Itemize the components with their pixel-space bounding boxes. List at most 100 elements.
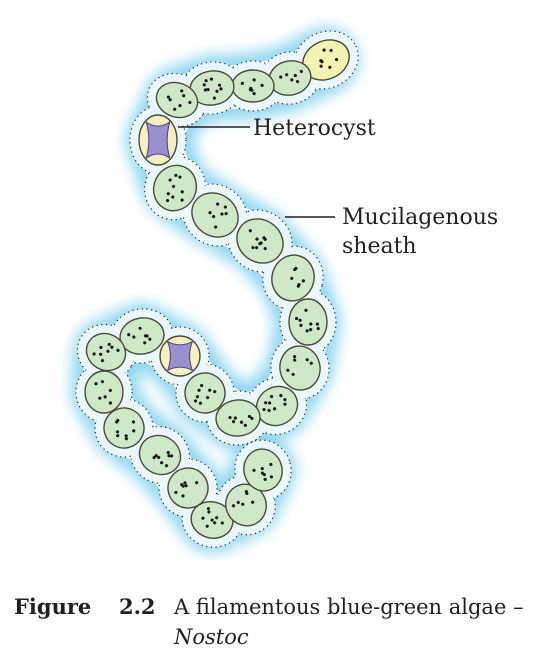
- granule-dot: [320, 60, 324, 64]
- granule-dot: [224, 212, 228, 216]
- figure-label: Figure: [14, 594, 92, 619]
- granule-dot: [116, 434, 120, 438]
- granule-dot: [260, 467, 264, 471]
- granule-dot: [290, 276, 294, 280]
- granule-dot: [305, 358, 309, 362]
- granule-dot: [243, 423, 247, 427]
- granule-dot: [295, 79, 300, 84]
- granule-dot: [293, 267, 297, 272]
- granule-dot: [132, 429, 136, 433]
- granule-dot: [304, 308, 308, 312]
- granule-dot: [160, 461, 164, 465]
- granule-dot: [241, 502, 245, 506]
- granule-dot: [219, 87, 223, 91]
- sheath-label-line1: Mucilagenous: [342, 205, 499, 230]
- granule-dot: [198, 401, 203, 405]
- caption-body: A filamentous blue-green algae –: [174, 595, 524, 619]
- granule-dot: [115, 420, 119, 424]
- vegetative-cell: [155, 81, 199, 119]
- granule-dot: [168, 178, 172, 182]
- granule-dot: [169, 454, 174, 458]
- vegetative-cell: [119, 317, 165, 355]
- granule-dot: [319, 64, 323, 68]
- caption-genus: Nostoc: [174, 625, 249, 649]
- granule-dot: [166, 192, 170, 196]
- granule-dot: [309, 322, 313, 326]
- granule-dot: [171, 195, 175, 199]
- granule-dot: [252, 78, 256, 82]
- cell-chain: [84, 39, 350, 539]
- granule-dot: [183, 481, 187, 485]
- granule-dot: [217, 83, 222, 87]
- granule-dot: [132, 335, 136, 339]
- granule-dot: [203, 88, 207, 92]
- heterocyst-label: Heterocyst: [253, 116, 376, 141]
- granule-dot: [180, 89, 184, 93]
- cell-wall: [236, 218, 284, 264]
- cell-wall: [167, 467, 209, 509]
- nostoc-filament-illustration: [71, 27, 359, 553]
- granule-dot: [138, 326, 142, 330]
- granule-dot: [255, 237, 259, 241]
- granule-dot: [157, 455, 161, 460]
- granule-dot: [247, 414, 252, 419]
- granule-dot: [154, 453, 158, 458]
- nostoc-diagram: Heterocyst Mucilagenous sheath: [71, 27, 499, 553]
- cell-wall: [103, 407, 145, 449]
- granule-dot: [193, 399, 198, 403]
- granule-dot: [269, 394, 274, 399]
- granule-dot: [329, 48, 333, 53]
- granule-dot: [283, 402, 287, 406]
- granule-dot: [213, 521, 217, 525]
- granule-dot: [206, 87, 210, 92]
- granule-dot: [213, 390, 217, 394]
- granule-dot: [99, 345, 103, 350]
- granule-dot: [259, 241, 263, 245]
- granule-dot: [239, 420, 244, 424]
- vegetative-cell: [138, 434, 182, 476]
- granule-dot: [269, 475, 274, 479]
- granule-dot: [305, 329, 309, 333]
- heterocyst-core: [166, 340, 194, 372]
- granule-dot: [267, 408, 271, 413]
- vegetative-cell: [243, 448, 283, 492]
- granule-dot: [205, 524, 209, 528]
- callout-lines: [178, 126, 335, 218]
- granule-dot: [215, 89, 219, 93]
- vegetative-cell: [255, 385, 299, 427]
- vegetative-cell: [184, 372, 226, 414]
- granule-dot: [215, 516, 219, 520]
- granule-dot: [322, 48, 326, 52]
- cell-wall: [138, 434, 182, 476]
- granule-dot: [296, 284, 300, 288]
- granule-dot: [216, 202, 220, 206]
- granule-dot: [181, 494, 185, 498]
- cell-wall: [184, 372, 226, 414]
- granule-dot: [212, 96, 216, 100]
- granule-dot: [293, 73, 297, 78]
- granule-dot: [205, 395, 210, 400]
- granule-dot: [94, 382, 98, 386]
- granule-dot: [231, 504, 236, 508]
- granule-dot: [267, 401, 272, 405]
- vegetative-cell: [271, 254, 315, 302]
- granule-dot: [245, 491, 249, 495]
- granule-dot: [316, 326, 320, 331]
- granule-dot: [180, 198, 184, 202]
- granule-dot: [166, 451, 170, 455]
- granule-dot: [279, 393, 283, 398]
- granule-dot: [214, 225, 218, 229]
- granule-dot: [165, 198, 170, 203]
- granule-dot: [100, 380, 105, 384]
- granule-dot: [240, 81, 244, 85]
- granule-dot: [299, 323, 303, 328]
- granule-dot: [124, 434, 128, 438]
- vegetative-cell: [279, 345, 321, 391]
- granule-dot: [168, 98, 172, 102]
- granule-dot: [334, 57, 339, 62]
- vegetative-cell: [288, 298, 328, 346]
- granule-dot: [143, 341, 147, 345]
- sheath-label-line2: sheath: [342, 234, 417, 259]
- granule-dot: [171, 184, 176, 189]
- granule-dot: [220, 212, 224, 216]
